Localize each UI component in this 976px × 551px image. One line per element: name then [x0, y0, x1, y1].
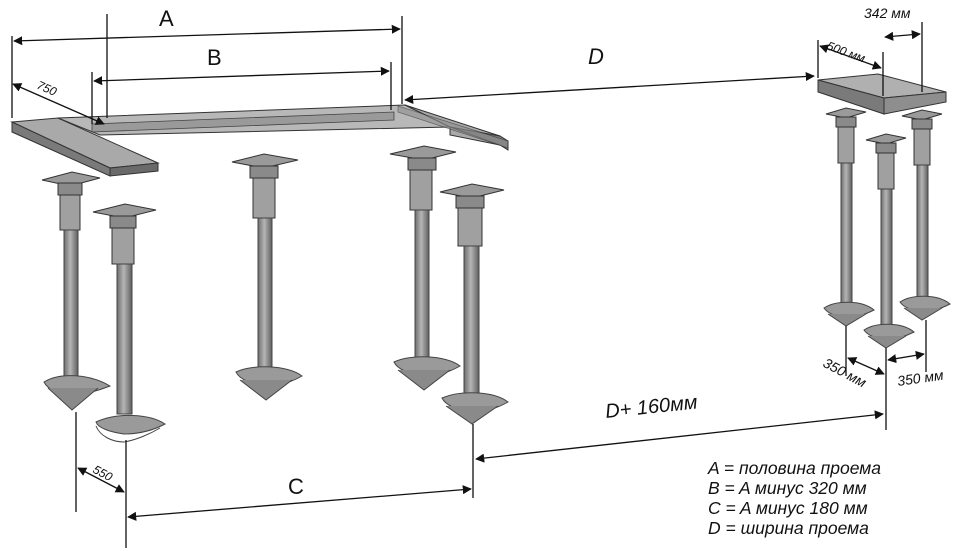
dim-label-550: 550: [91, 462, 116, 484]
screw-pile: [899, 109, 951, 321]
dim-label-500: 500 мм: [825, 39, 867, 66]
dim-label-A: A: [159, 6, 174, 31]
dim-label-C: C: [288, 474, 304, 499]
dim-label-B: B: [207, 45, 222, 70]
legend-line: C = A минус 180 мм: [708, 498, 868, 518]
channel-frame-right: [817, 73, 947, 115]
channel-frame-left: [10, 104, 509, 177]
screw-pile: [41, 171, 112, 411]
dim-label-D: D: [588, 44, 604, 69]
dim-label-350-right: 350 мм: [896, 367, 945, 389]
screw-pile: [439, 183, 509, 425]
legend-line: B = A минус 320 мм: [708, 478, 867, 498]
dim-label-d-plus: D+ 160мм: [604, 391, 699, 423]
dim-label-350-left: 350 мм: [821, 355, 870, 391]
screw-pile: [863, 133, 915, 349]
screw-pile: [823, 107, 875, 327]
screw-pile: [389, 145, 461, 391]
dim-label-342: 342 мм: [864, 5, 911, 21]
dimension-lines: [11, 14, 927, 548]
legend-line: D = ширина проема: [708, 518, 869, 538]
screw-pile: [92, 203, 166, 443]
screw-pile: [231, 153, 303, 401]
legend: A = половина проема B = A минус 320 мм C…: [708, 458, 976, 538]
legend-line: A = половина проема: [708, 458, 882, 478]
